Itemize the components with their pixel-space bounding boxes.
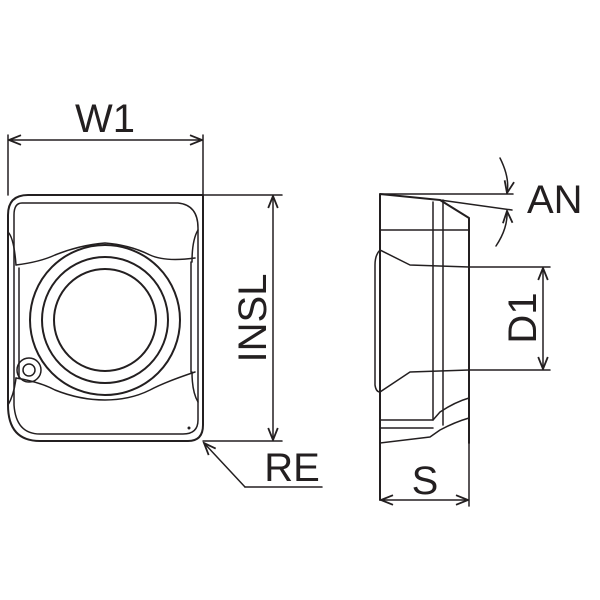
side-outline [379, 193, 470, 501]
hole-outer-circle [29, 244, 181, 396]
d1-label: D1 [501, 292, 545, 343]
s-label: S [412, 459, 439, 503]
corner-dot [187, 426, 191, 430]
side-relief [374, 249, 381, 393]
side-view [374, 193, 470, 501]
an-label: AN [527, 178, 583, 222]
w1-label: W1 [75, 97, 135, 141]
d1-dimension: D1 [468, 266, 551, 371]
hole-circle [53, 268, 157, 372]
an-dimension: AN [379, 157, 583, 247]
re-label: RE [264, 446, 320, 490]
bottom-land [15, 371, 196, 401]
s-dimension: S [381, 442, 470, 507]
insl-label: INSL [231, 274, 275, 363]
marker-dot-inner [22, 363, 36, 377]
marker-dot-outer [16, 357, 42, 383]
re-dimension: RE [204, 443, 323, 490]
top-land [15, 242, 196, 266]
insl-dimension: INSL [202, 194, 283, 442]
front-view [7, 194, 204, 442]
insert-outline [7, 194, 204, 442]
edge-facets [7, 229, 199, 406]
w1-dimension: W1 [7, 97, 204, 196]
hole-chamfer-circle [41, 256, 169, 384]
insert-inner-edge [13, 202, 199, 435]
